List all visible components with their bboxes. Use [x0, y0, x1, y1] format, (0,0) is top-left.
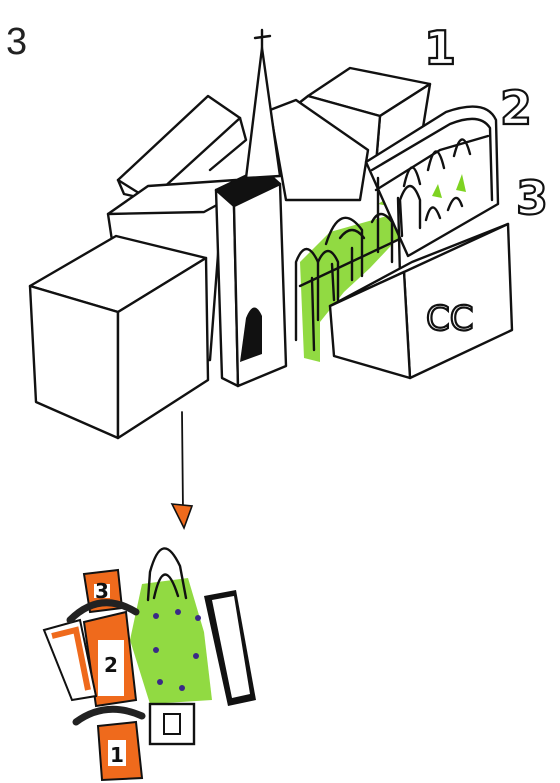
church-tower	[216, 30, 286, 386]
cc-label: CC	[426, 299, 473, 339]
view-direction-arrow	[172, 412, 192, 528]
elevation-label-3: 3	[516, 171, 548, 225]
figure-number: 3	[6, 21, 27, 63]
front-left-cube	[30, 236, 208, 438]
plan-strip	[204, 590, 256, 706]
plan-cloister	[130, 548, 212, 704]
plan-small-square	[150, 704, 194, 744]
elevation-label-1: 1	[424, 21, 456, 75]
plan-label-1: 1	[110, 743, 124, 767]
plan-label-2: 2	[104, 653, 118, 677]
elevation-label-2: 2	[500, 81, 532, 135]
plan-sketch: 3 2 1	[44, 548, 256, 780]
plan-block-2: 2	[44, 612, 136, 706]
perspective-sketch: CC 1 2 3	[30, 21, 548, 438]
plan-block-1: 1	[98, 722, 142, 780]
